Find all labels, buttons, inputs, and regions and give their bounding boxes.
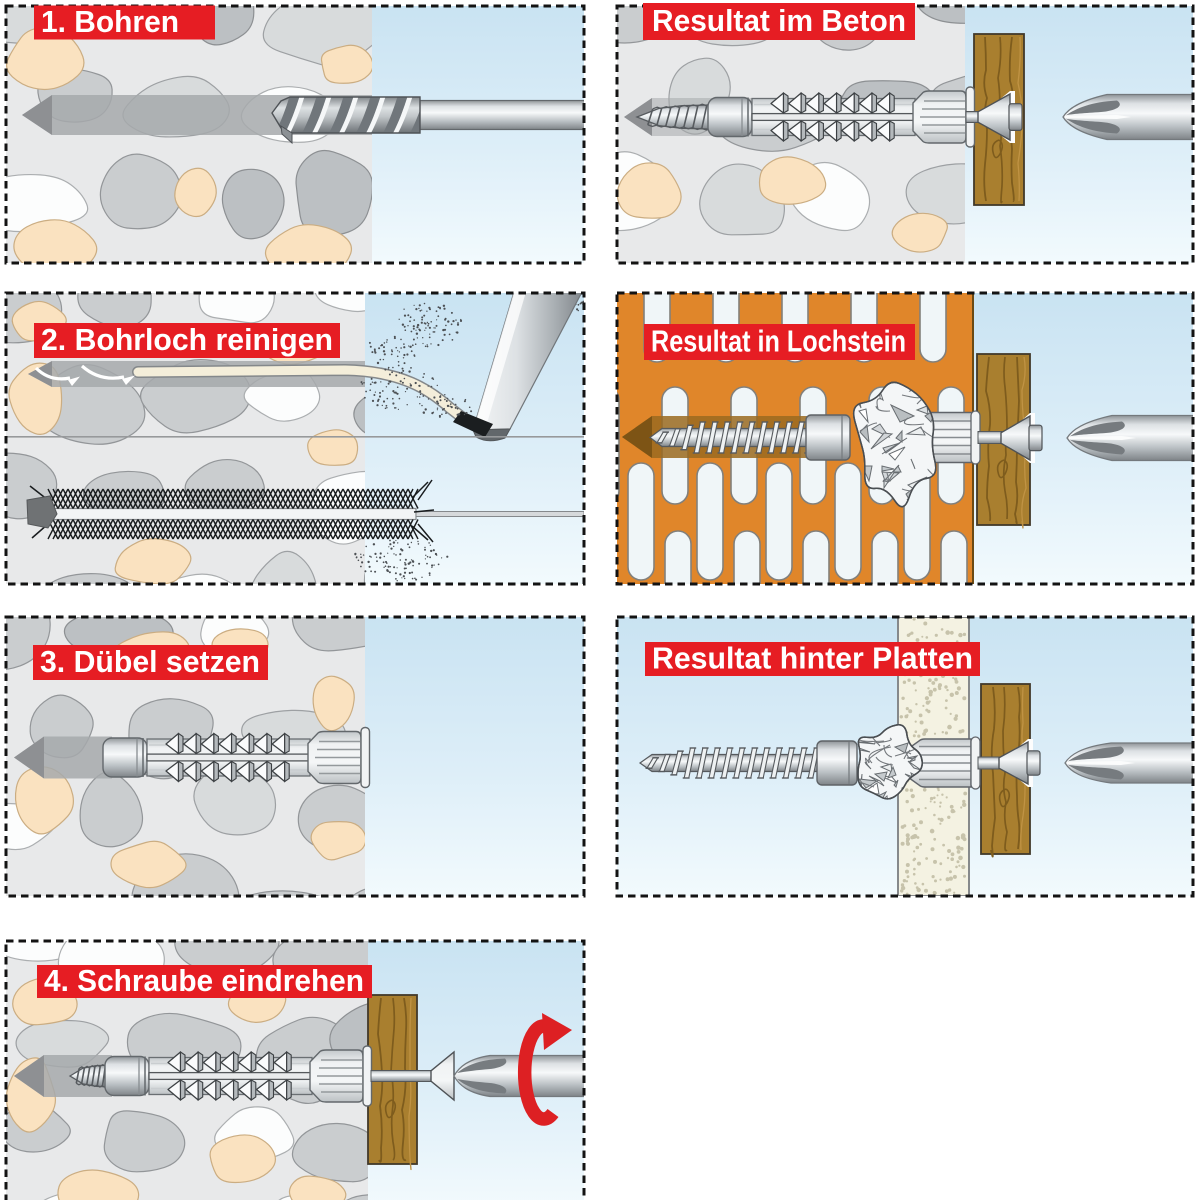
svg-text:Resultat hinter Platten: Resultat hinter Platten [652, 641, 973, 676]
svg-text:2. Bohrloch reinigen: 2. Bohrloch reinigen [41, 322, 333, 357]
svg-text:3. Dübel setzen: 3. Dübel setzen [40, 644, 260, 679]
svg-text:Resultat im Beton: Resultat im Beton [652, 3, 906, 38]
svg-text:1. Bohren: 1. Bohren [41, 4, 179, 39]
svg-text:4. Schraube eindrehen: 4. Schraube eindrehen [44, 963, 364, 998]
svg-text:Resultat in Lochstein: Resultat in Lochstein [651, 324, 906, 359]
